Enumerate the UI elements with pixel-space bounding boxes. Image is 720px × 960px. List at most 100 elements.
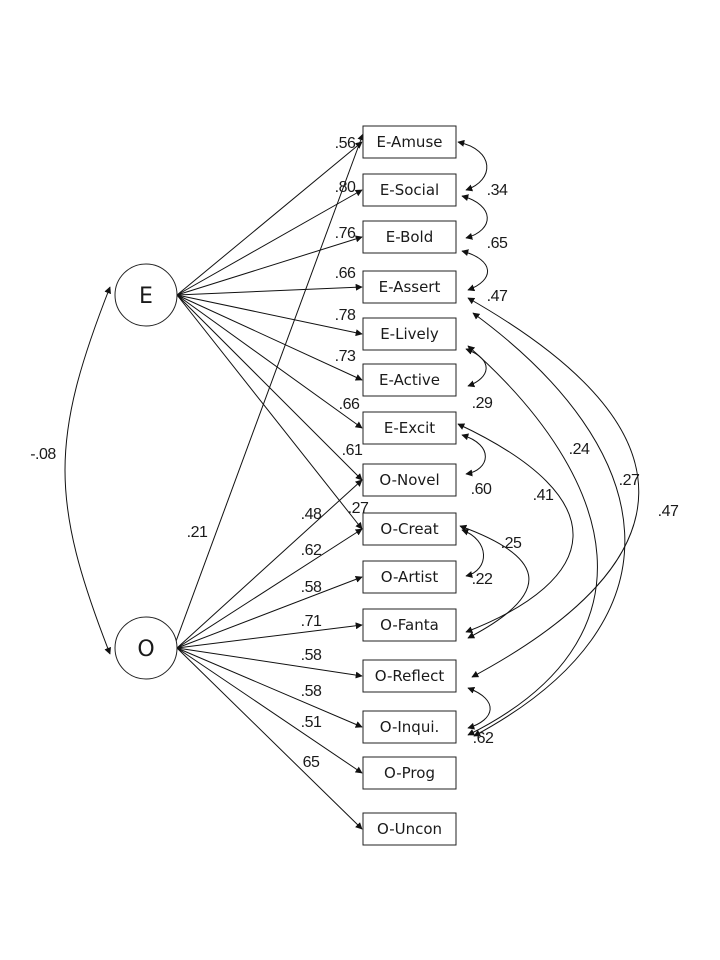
loading-label: 65 <box>303 754 320 771</box>
loading-arrow-o-to-o-inqui <box>176 647 363 728</box>
indicator-box <box>362 756 457 790</box>
loading-label: .21 <box>187 524 208 541</box>
loading-label: .58 <box>301 579 322 596</box>
covariance-arrow-e-excit-o-fanta <box>457 423 574 633</box>
covariance-label: .25 <box>501 535 522 552</box>
covariance-arrow-e-excit-o-novel <box>461 433 486 477</box>
indicator-label: E-Amuse <box>377 133 443 151</box>
covariance-label: .34 <box>487 182 508 199</box>
indicator-box <box>362 125 457 159</box>
indicator-box <box>362 560 457 594</box>
indicator-e-social: E-Social <box>362 173 457 207</box>
covariance-label: .27 <box>619 472 640 489</box>
indicator-label: O-Creat <box>380 520 438 538</box>
loading-arrow-o-to-o-prog <box>176 647 363 774</box>
covariance-label: .41 <box>533 487 554 504</box>
covariance-arrow-e-assert-o-reflect <box>467 297 640 678</box>
indicator-o-fanta: O-Fanta <box>362 608 457 642</box>
covariance-arrow-o-reflect-o-inqui <box>467 686 491 730</box>
loading-label: .76 <box>335 225 356 242</box>
loading-label: .66 <box>339 396 360 413</box>
indicator-e-assert: E-Assert <box>362 270 457 304</box>
covariance-label: .65 <box>487 235 508 252</box>
loading-arrow-o-to-o-novel <box>176 479 363 649</box>
indicator-label: O-Uncon <box>377 820 442 838</box>
latent-label: O <box>137 637 154 662</box>
loading-arrow-o-to-o-reflect <box>176 647 363 679</box>
indicator-e-bold: E-Bold <box>362 220 457 254</box>
loading-arrow-o-to-o-uncon <box>176 647 363 830</box>
indicator-label: O-Novel <box>379 471 439 489</box>
indicator-label: O-Prog <box>384 764 435 782</box>
indicator-o-reflect: O-Reflect <box>362 659 457 693</box>
covariance-arrow-e-social-e-bold <box>461 194 488 240</box>
latent-label: E <box>139 284 153 309</box>
loading-label: .48 <box>301 506 322 523</box>
latent-e: E <box>114 263 178 327</box>
loading-arrow-e-to-e-bold <box>176 235 363 296</box>
loading-label: .51 <box>301 714 322 731</box>
loading-label: .78 <box>335 307 356 324</box>
loading-label: .58 <box>301 683 322 700</box>
labels-layer: .56.80.76.66.78.73.66.61.27.21.48.62.58.… <box>30 135 679 771</box>
covariance-arrow-e-bold-e-assert <box>461 249 488 292</box>
indicator-box <box>362 710 457 744</box>
indicator-box <box>362 363 457 397</box>
indicator-label: E-Social <box>380 181 439 199</box>
indicator-e-lively: E-Lively <box>362 317 457 351</box>
indicator-e-excit: E-Excit <box>362 411 457 445</box>
covariance-label: .24 <box>569 441 590 458</box>
indicator-label: E-Bold <box>386 228 434 246</box>
latent-covariance-arrow <box>64 286 111 655</box>
loading-label: .66 <box>335 265 356 282</box>
covariance-label: .60 <box>471 481 492 498</box>
indicator-box <box>362 608 457 642</box>
indicator-o-novel: O-Novel <box>362 463 457 497</box>
indicator-box <box>362 411 457 445</box>
loading-arrow-e-to-e-active <box>176 294 363 381</box>
indicator-label: O-Reflect <box>375 667 445 685</box>
indicator-label: E-Assert <box>379 278 441 296</box>
indicator-box <box>362 173 457 207</box>
edges-layer <box>64 133 640 830</box>
loading-arrow-o-to-o-fanta <box>176 622 363 649</box>
loading-arrow-e-to-e-lively <box>176 294 363 337</box>
indicator-o-inqui: O-Inqui. <box>362 710 457 744</box>
loading-arrow-e-to-e-assert <box>176 283 363 296</box>
indicator-label: E-Excit <box>384 419 435 437</box>
indicator-label: E-Active <box>379 371 440 389</box>
indicator-box <box>362 220 457 254</box>
loading-arrow-e-to-e-excit <box>176 294 363 429</box>
loading-label: .61 <box>342 442 363 459</box>
covariance-arrow-o-creat-o-fanta <box>459 524 530 639</box>
latent-o: O <box>114 616 178 680</box>
indicator-box <box>362 512 457 546</box>
covariance-arrow-e-lively-e-active <box>465 347 487 388</box>
indicator-box <box>362 812 457 846</box>
indicator-label: O-Fanta <box>380 616 439 634</box>
indicator-o-creat: O-Creat <box>362 512 457 546</box>
latent-circle <box>114 616 178 680</box>
loading-label: .73 <box>335 348 356 365</box>
loading-arrow-e-to-e-social <box>176 189 363 296</box>
loading-label: .58 <box>301 647 322 664</box>
indicator-label: O-Artist <box>381 568 439 586</box>
covariance-arrow-e-lively-o-inqui <box>467 345 598 736</box>
covariance-label: .47 <box>487 288 508 305</box>
covariance-label: .62 <box>473 730 494 747</box>
loading-label: .56 <box>335 135 356 152</box>
loading-arrow-e-to-o-creat <box>176 294 363 530</box>
covariance-label: .29 <box>472 395 493 412</box>
covariance-arrow-o-creat-o-artist <box>461 528 484 578</box>
indicator-box <box>362 270 457 304</box>
indicator-label: O-Inqui. <box>380 718 440 736</box>
loading-label: .27 <box>348 500 369 517</box>
indicator-o-artist: O-Artist <box>362 560 457 594</box>
loading-label: .62 <box>301 542 322 559</box>
loading-arrow-o-to-e-amuse <box>174 133 365 645</box>
loading-arrow-e-to-e-amuse <box>176 141 363 296</box>
loading-arrow-o-to-o-artist <box>176 575 363 649</box>
indicator-box <box>362 659 457 693</box>
nodes-layer: E O E-AmuseE-SocialE-BoldE-AssertE-LivelyE… <box>114 125 457 846</box>
